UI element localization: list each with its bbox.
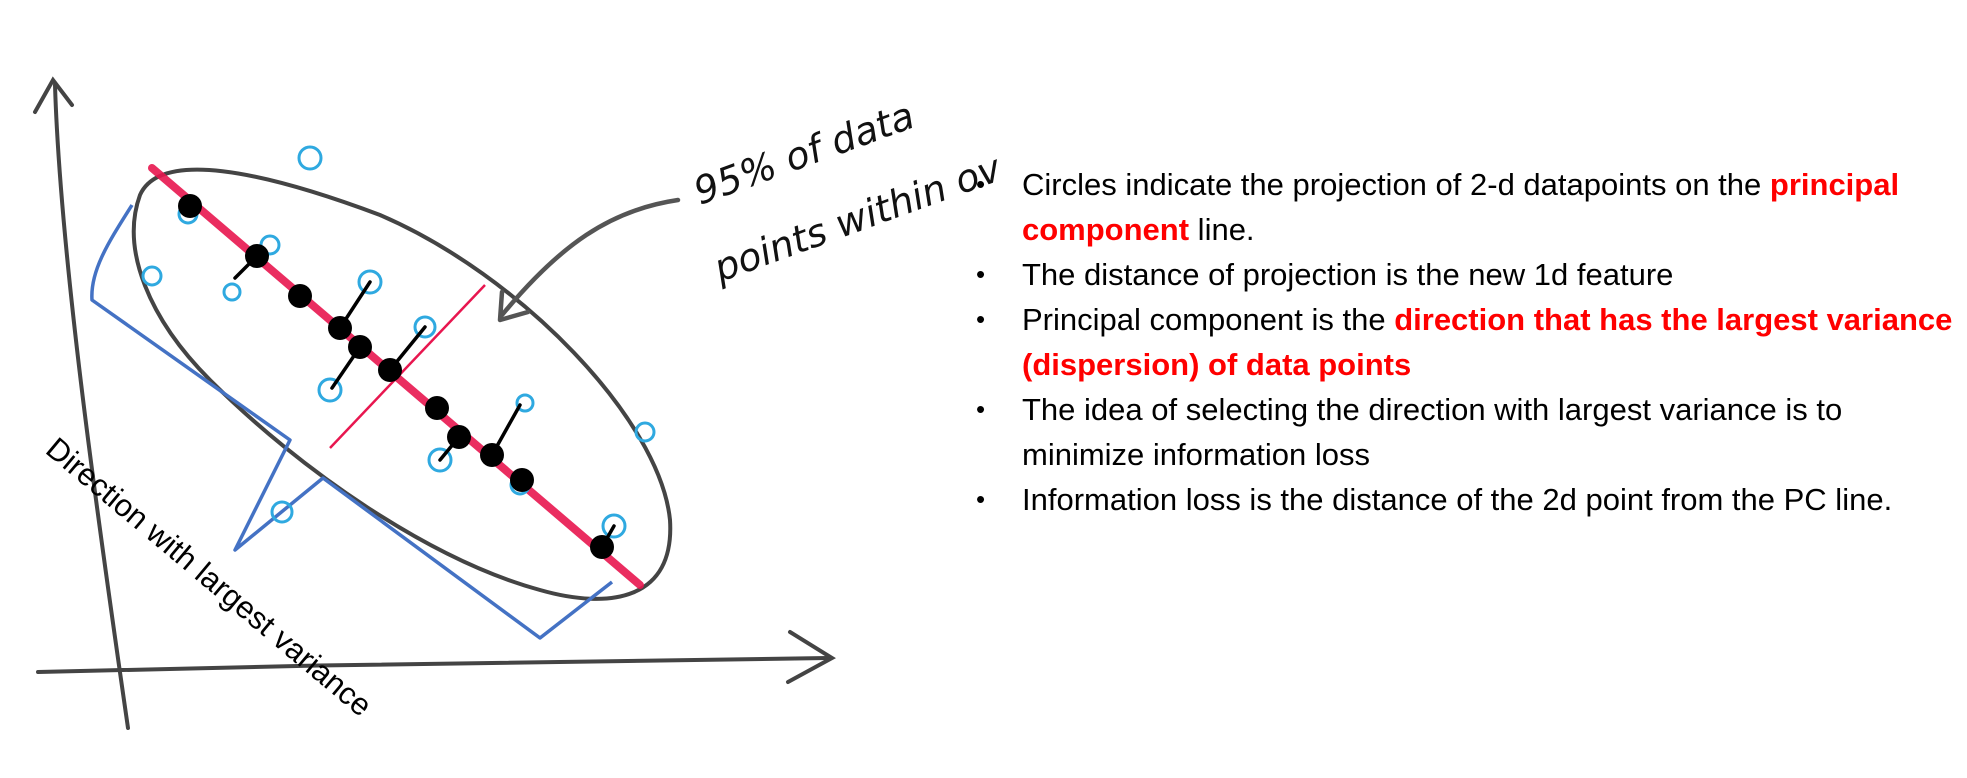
- bullet-item: Circles indicate the projection of 2-d d…: [970, 162, 1960, 252]
- data-point: [427, 447, 453, 473]
- projected-point: [348, 335, 372, 359]
- highlighted-text: principal component: [1022, 167, 1900, 247]
- data-point: [270, 500, 294, 524]
- bullet-text: Principal component is the: [1022, 302, 1395, 337]
- confidence-oval: [131, 167, 673, 601]
- projected-point: [425, 396, 449, 420]
- data-point: [357, 269, 383, 295]
- annotation-arrow: [499, 197, 681, 318]
- data-point: [317, 377, 343, 403]
- projected-point: [510, 468, 534, 492]
- x-axis-arrowhead: [786, 630, 836, 684]
- bullet-item: The distance of projection is the new 1d…: [970, 252, 1960, 297]
- data-point: [222, 282, 242, 302]
- data-points: [141, 145, 656, 539]
- data-point: [634, 421, 656, 443]
- bullet-text: line.: [1189, 212, 1255, 247]
- projected-points: [178, 194, 614, 559]
- bullet-item: The idea of selecting the direction with…: [970, 387, 1960, 477]
- data-point: [413, 315, 437, 339]
- data-point: [141, 265, 163, 287]
- pca-diagram: 95% of data points within oval Direction…: [33, 76, 1000, 730]
- bullet-list: Circles indicate the projection of 2-d d…: [970, 162, 1960, 522]
- data-point: [297, 145, 323, 171]
- projected-point: [245, 244, 269, 268]
- bullet-item: Information loss is the distance of the …: [970, 477, 1960, 522]
- data-point: [601, 513, 627, 539]
- bullet-text: Information loss is the distance of the …: [1022, 482, 1893, 517]
- projected-point: [288, 284, 312, 308]
- bullet-text: Circles indicate the projection of 2-d d…: [1022, 167, 1770, 202]
- direction-label: Direction with largest variance: [40, 431, 379, 724]
- projected-point: [178, 194, 202, 218]
- bullet-item: Principal component is the direction tha…: [970, 297, 1960, 387]
- highlighted-text: direction that has the largest variance …: [1022, 302, 1953, 382]
- projected-point: [480, 443, 504, 467]
- bullet-text: The idea of selecting the direction with…: [1022, 392, 1843, 472]
- variance-brace: [90, 204, 614, 640]
- x-axis: [36, 656, 830, 674]
- projected-point: [590, 535, 614, 559]
- projected-point: [447, 425, 471, 449]
- y-axis: [53, 83, 130, 730]
- annotation-arrowhead: [497, 289, 531, 323]
- data-point: [515, 393, 535, 413]
- perpendicular-line: [329, 284, 486, 449]
- bullet-text: The distance of projection is the new 1d…: [1022, 257, 1674, 292]
- projected-point: [328, 316, 352, 340]
- projected-point: [378, 358, 402, 382]
- y-axis-arrowhead: [33, 76, 74, 114]
